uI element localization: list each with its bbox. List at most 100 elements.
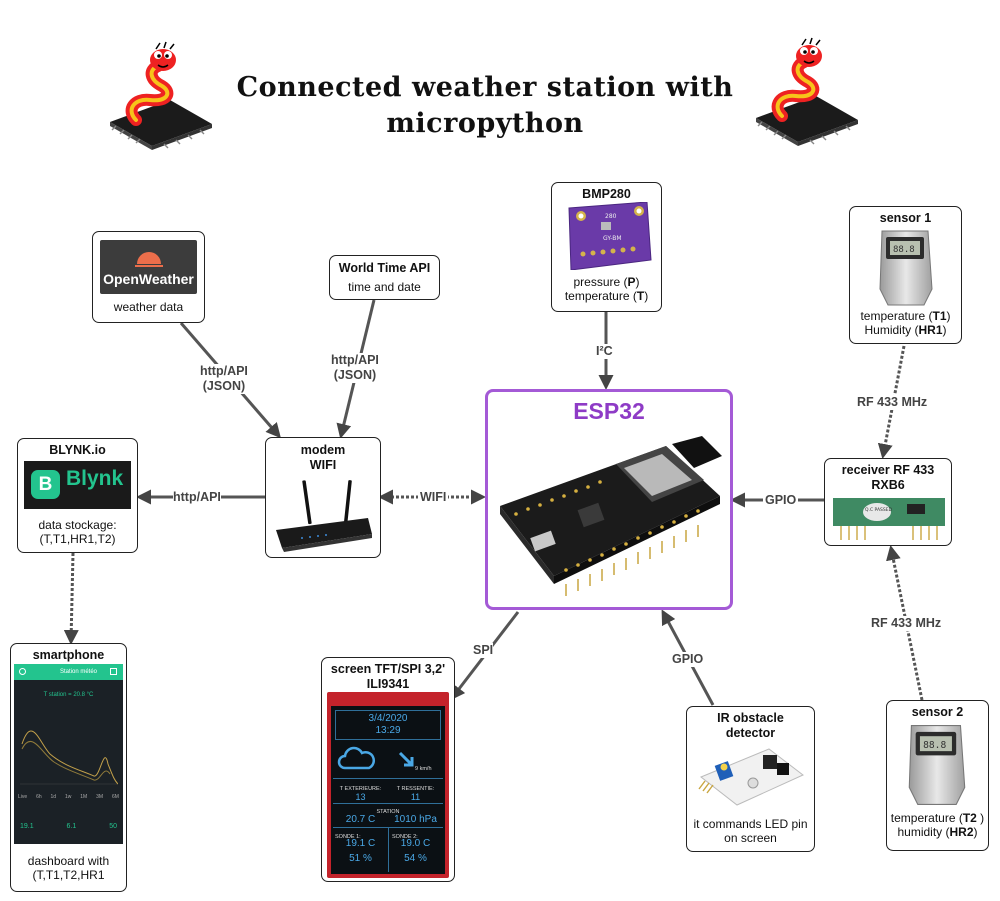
openweather-caption: weather data (113, 300, 184, 314)
tft-station-pressure: 1010 hPa (394, 814, 437, 825)
ir-title-line1: IR obstacle (717, 711, 784, 725)
period-tab[interactable]: 3M (96, 794, 104, 800)
sun-icon (135, 252, 163, 267)
blynk-caption-line2: (T,T1,HR1,T2) (39, 532, 116, 546)
period-tab[interactable]: Live (18, 794, 28, 800)
tft-t-res-label: T RESSENTIE: (396, 786, 435, 792)
link-label-ir-esp: GPIO (672, 652, 704, 667)
bmp280-temp-close: ) (644, 289, 649, 303)
smartphone-value: 19.1 (20, 823, 34, 830)
wire-blynk-smartphone (63, 552, 79, 645)
link-label-esp-screen: SPI (473, 643, 494, 658)
openweather-logo: OpenWeather (100, 240, 197, 294)
tft-t-res-value: 11 (410, 792, 421, 802)
diagram-title: Connected weather station with micropyth… (236, 72, 734, 139)
tft-station-temp: 20.7 C (345, 814, 376, 825)
tft-sonde1-label: SONDE 1: (335, 834, 361, 840)
back-icon[interactable] (19, 668, 26, 675)
link-label-sensor2-receiver: RF 433 MHz (871, 616, 942, 631)
ir-sensor-board-image (698, 748, 804, 806)
tft-sonde2-temp: 19.0 C (400, 838, 431, 849)
receiver-qc-label: Q.C PASSED (865, 507, 893, 513)
bmp280-temp-symbol: T (636, 289, 645, 303)
modem-box: modem WIFI (265, 437, 381, 558)
sensor2-temp-symbol: T2 (962, 811, 977, 825)
smartphone-value: 50 (109, 823, 117, 830)
worldtime-caption: time and date (348, 280, 421, 294)
smartphone-values: 19.1 6.1 50 (20, 820, 117, 834)
worldtime-title: World Time API (338, 261, 431, 275)
ir-title-line2: detector (725, 726, 776, 740)
tft-station-label: STATION (376, 809, 400, 815)
link-label-worldtime-modem: http/API (JSON) (331, 353, 379, 383)
tft-time: 13:29 (375, 725, 401, 736)
screen-title-line1: screen TFT/SPI 3,2' (330, 662, 446, 676)
tft-board: 3/4/2020 13:29 9 km/h T EXTERIEURE: T RE… (327, 692, 449, 878)
smartphone-app-title: Station météo (59, 669, 98, 675)
tft-divider (388, 828, 389, 872)
esp32-title: ESP32 (573, 398, 645, 424)
sensor2-temp-label: temperature ( (890, 811, 963, 825)
smartphone-chart (20, 730, 118, 785)
period-tab[interactable]: 6h (36, 794, 42, 800)
sensor2-temp-close: ) (976, 811, 985, 825)
link-label-bmp-esp: I²C (596, 344, 613, 359)
openweather-logo-text: OpenWeather (103, 271, 194, 287)
period-tab[interactable]: 1d (50, 794, 57, 800)
esp32-board-image (500, 436, 722, 596)
tft-sonde1-hum: 51 % (349, 853, 372, 864)
sensor1-box: sensor 1 88.8 temperature (T1) Humidity … (849, 206, 962, 344)
tft-date: 3/4/2020 (368, 713, 408, 724)
link-label-receiver-esp: GPIO (763, 493, 799, 508)
ir-caption-line2: on screen (724, 831, 777, 845)
tft-wind-speed: 9 km/h (415, 766, 432, 772)
screen-title-line2: ILI9341 (366, 677, 410, 691)
sensor1-device-image: 88.8 (879, 230, 933, 306)
svg-text:280: 280 (605, 213, 617, 220)
sensor2-device-image: 88.8 (908, 725, 966, 805)
smartphone-caption-line2: (T,T1,T2,HR1 (32, 868, 105, 882)
receiver-title-line2: RXB6 (871, 478, 905, 492)
blynk-logo-text: Blynk (66, 467, 124, 490)
sensor2-hum-label: humidity ( (897, 825, 950, 839)
svg-text:GY-BM: GY-BM (603, 235, 622, 242)
link-label-openweather-modem: http/API (JSON) (200, 364, 248, 394)
smartphone-value: 6.1 (66, 823, 77, 830)
bmp280-pressure-symbol: P (627, 275, 636, 289)
tft-divider (333, 803, 443, 804)
openweather-box: OpenWeather weather data (92, 231, 205, 323)
sensor1-temp-symbol: T1 (932, 309, 947, 323)
wifi-router-image (276, 480, 372, 552)
link-label-modem-esp: WIFI (418, 490, 449, 505)
period-tab[interactable]: 6M (111, 794, 119, 800)
modem-title-line1: modem (300, 443, 346, 457)
smartphone-app-bar: Station météo (14, 664, 123, 680)
tft-divider (333, 827, 443, 828)
smartphone-caption-line1: dashboard with (27, 854, 110, 868)
smartphone-title: smartphone (32, 648, 105, 662)
sensor1-temp-label: temperature ( (860, 309, 933, 323)
sensor2-hum-close: ) (973, 825, 978, 839)
sensor1-temp-close: ) (946, 309, 951, 323)
tft-display: 3/4/2020 13:29 9 km/h T EXTERIEURE: T RE… (331, 706, 445, 874)
sensor1-title: sensor 1 (879, 211, 932, 225)
tft-sonde2-hum: 54 % (404, 853, 427, 864)
smartphone-station-temp: T station = 20.8 °C (43, 692, 94, 698)
period-tab[interactable]: 1w (64, 794, 72, 800)
smartphone-box: smartphone Station météo T station = 20.… (10, 643, 127, 892)
blynk-caption-line1: data stockage: (38, 518, 117, 532)
link-label-sensor1-receiver: RF 433 MHz (857, 395, 928, 410)
period-tab[interactable]: 1M (80, 794, 88, 800)
menu-icon[interactable] (110, 668, 117, 675)
receiver-box: receiver RF 433 RXB6 Q.C PASSED (824, 458, 952, 546)
bmp280-pressure-close: ) (635, 275, 640, 289)
sensor2-hum-symbol: HR2 (949, 825, 974, 839)
blynk-logo: B Blynk (24, 461, 131, 509)
smartphone-period-tabs: Live 6h 1d 1w 1M 3M 6M (18, 790, 119, 804)
modem-title-line2: WIFI (309, 458, 337, 472)
sensor1-hum-label: Humidity ( (864, 323, 919, 337)
wind-direction-icon (398, 751, 414, 767)
tft-sonde1-temp: 19.1 C (345, 838, 376, 849)
